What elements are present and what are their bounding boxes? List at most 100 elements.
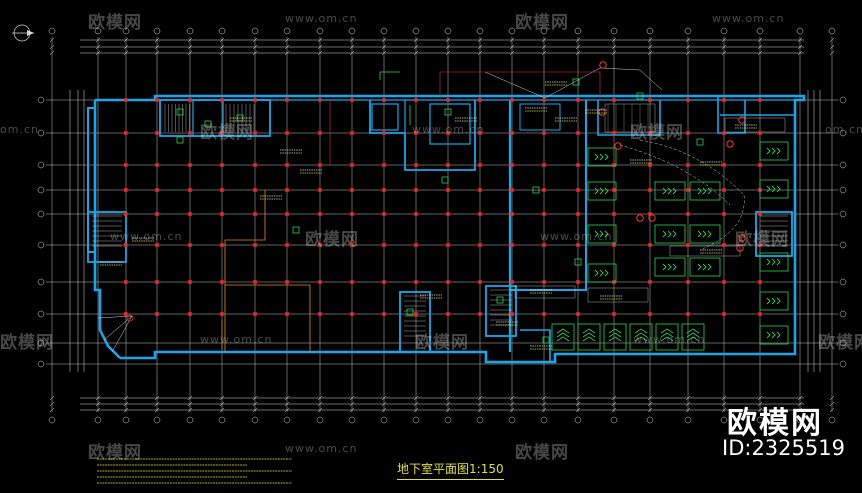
dimension-tick	[381, 37, 387, 43]
parking-stall	[577, 323, 601, 351]
column	[478, 243, 482, 247]
parking-arrow-icon	[660, 336, 674, 342]
parking-arrow-icon	[556, 336, 570, 342]
column	[576, 188, 580, 192]
grid-axis-bubble	[37, 96, 45, 104]
parking-arrow-icon	[599, 269, 604, 277]
parking-arrow-icon	[662, 187, 667, 195]
dimension-tick	[721, 407, 727, 413]
column	[124, 98, 128, 102]
equipment-marker	[292, 226, 300, 234]
dimension-tick	[413, 37, 419, 43]
column	[285, 98, 289, 102]
column	[648, 163, 652, 167]
grid-axis-bubble	[37, 241, 45, 249]
column	[350, 243, 354, 247]
ramp-line	[484, 71, 546, 99]
dimension-tick	[721, 395, 727, 401]
equipment-marker	[532, 186, 540, 194]
grid-axis-bubble	[380, 416, 388, 424]
dimension-tick	[797, 44, 803, 50]
dimension-tick	[95, 395, 101, 401]
column	[510, 212, 514, 216]
dimension-tick	[413, 50, 419, 56]
equipment-marker	[542, 336, 550, 344]
grid-axis-bubble	[610, 416, 618, 424]
grid-axis-bubble	[444, 27, 452, 35]
column	[318, 98, 322, 102]
grid-axis-bubble	[839, 278, 847, 286]
column	[648, 243, 652, 247]
column	[446, 98, 450, 102]
column	[542, 212, 546, 216]
dimension-tick	[647, 401, 653, 407]
grid-axis-bubble	[839, 129, 847, 137]
dimension-tick	[611, 395, 617, 401]
grid-axis-bubble	[540, 27, 548, 35]
dimension-tick	[445, 37, 451, 43]
column	[188, 243, 192, 247]
column	[686, 98, 690, 102]
grid-axis-bubble	[37, 339, 45, 347]
dimension-tick	[757, 395, 763, 401]
dimension-tick	[721, 44, 727, 50]
column	[285, 188, 289, 192]
parking-arrow-icon	[771, 258, 776, 266]
dimension-tick	[685, 37, 691, 43]
grid-axis-bubble	[839, 186, 847, 194]
column	[576, 243, 580, 247]
brand-logo-text: 欧模网	[727, 406, 823, 441]
dimension-tick	[541, 50, 547, 56]
column	[350, 98, 354, 102]
dimension-tick	[797, 395, 803, 401]
column	[648, 212, 652, 216]
dimension-tick	[95, 37, 101, 43]
parking-arrow-icon	[634, 336, 648, 342]
column	[542, 280, 546, 284]
dimension-tick	[219, 395, 225, 401]
parking-arrow-icon	[604, 187, 609, 195]
dimension-tick	[219, 401, 225, 407]
grid-axis-bubble	[48, 27, 56, 35]
parking-arrow-icon	[660, 332, 674, 338]
dimension-tick	[509, 401, 515, 407]
column	[155, 312, 159, 316]
column	[446, 280, 450, 284]
parking-arrow-icon	[634, 332, 648, 338]
dimension-tick	[509, 37, 515, 43]
grid-axis-bubble	[153, 416, 161, 424]
column	[318, 243, 322, 247]
parking-arrow-icon	[604, 269, 609, 277]
parking-stall	[587, 263, 617, 283]
parking-arrow-icon	[594, 153, 599, 161]
dimension-tick	[123, 37, 129, 43]
dimension-tick	[49, 50, 55, 56]
column	[542, 188, 546, 192]
dimension-tick	[252, 407, 258, 413]
parking-arrow-icon	[702, 263, 707, 271]
column	[382, 212, 386, 216]
grid-axis-bubble	[251, 416, 259, 424]
dimension-tick	[477, 407, 483, 413]
walls	[87, 94, 806, 364]
parking-arrow-icon	[771, 147, 776, 155]
column	[446, 131, 450, 135]
parking-arrow-icon	[662, 263, 667, 271]
dimension-tick	[187, 50, 193, 56]
parking-arrow-icon	[608, 336, 622, 342]
parking-arrow-icon	[556, 328, 570, 334]
column	[414, 280, 418, 284]
drain-marker	[598, 108, 606, 116]
dimension-tick	[829, 395, 835, 401]
dimension-tick	[829, 44, 835, 50]
grid-axis-bubble	[476, 416, 484, 424]
column	[722, 280, 726, 284]
grid-axis-bubble	[218, 27, 226, 35]
north-arrow-icon	[27, 30, 34, 36]
column	[758, 131, 762, 135]
column	[318, 131, 322, 135]
column	[220, 212, 224, 216]
column	[414, 312, 418, 316]
dimension-tick	[123, 401, 129, 407]
